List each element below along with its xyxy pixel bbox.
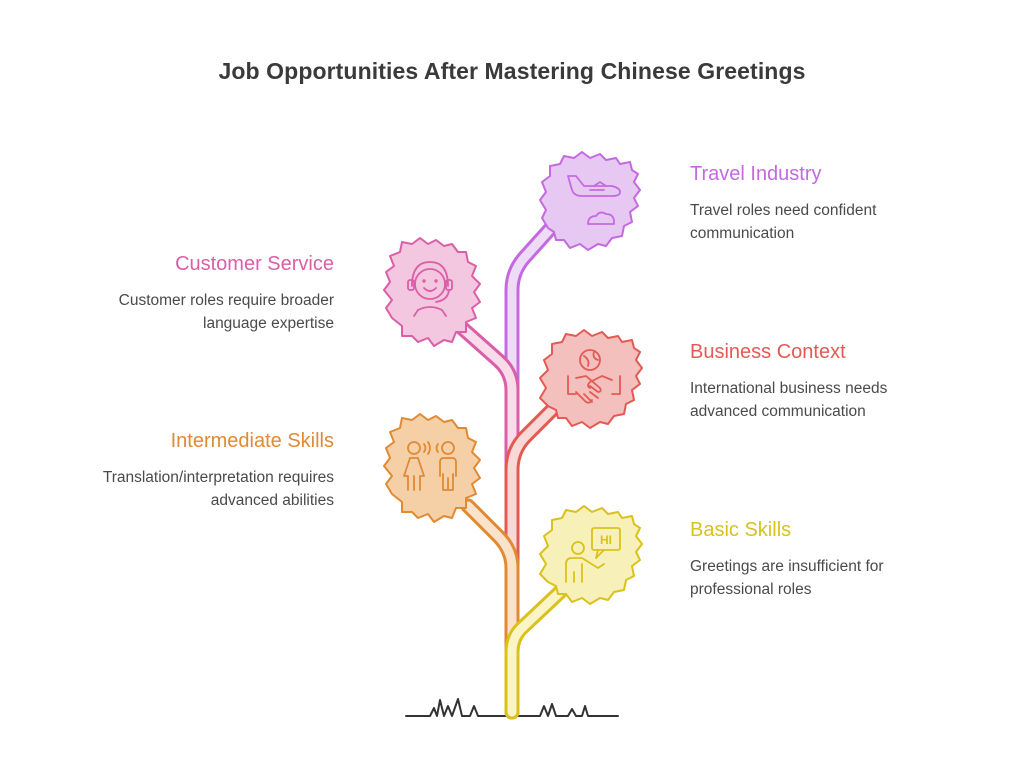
label-travel-desc-1: Travel roles need confident [690,202,877,219]
people-talking-icon [403,441,457,491]
label-intermediate: Intermediate Skills Translation/interpre… [64,429,334,512]
leaf-travel [539,151,641,251]
stem-business [504,402,560,720]
label-basic: Basic Skills Greetings are insufficient … [690,518,960,601]
label-travel-title: Travel Industry [690,163,822,185]
airplane-icon [567,175,621,225]
label-travel: Travel Industry Travel roles need confid… [690,162,960,245]
headset-agent-icon [407,261,453,317]
stem-travel [504,210,568,720]
label-customer-desc-2: language expertise [203,315,334,332]
label-business: Business Context International business … [690,340,960,423]
leaf-basic: HI [539,505,643,605]
label-travel-desc-2: communication [690,225,795,242]
ground-line [405,698,619,717]
label-intermediate-desc-2: advanced abilities [210,492,334,509]
label-customer: Customer Service Customer roles require … [64,252,334,335]
label-intermediate-title: Intermediate Skills [170,430,334,452]
leaf-business [539,329,643,429]
label-customer-desc-1: Customer roles require broader [118,292,334,309]
person-speech-hi-icon [565,527,621,583]
label-basic-desc-1: Greetings are insufficient for [690,558,884,575]
leaf-customer [383,237,481,347]
stem-basic [504,584,568,720]
stem-customer [454,320,520,720]
speech-bubble-text: HI [600,533,612,547]
page-title: Job Opportunities After Mastering Chines… [218,58,806,84]
label-business-desc-2: advanced communication [690,403,866,420]
label-customer-title: Customer Service [175,253,334,275]
stem-intermediate [460,498,520,720]
label-business-desc-1: International business needs [690,380,888,397]
label-basic-title: Basic Skills [690,519,792,541]
label-intermediate-desc-1: Translation/interpretation requires [102,469,334,486]
handshake-globe-icon [567,349,621,404]
label-business-title: Business Context [690,341,846,363]
label-basic-desc-2: professional roles [690,581,812,598]
leaf-intermediate [383,413,481,523]
